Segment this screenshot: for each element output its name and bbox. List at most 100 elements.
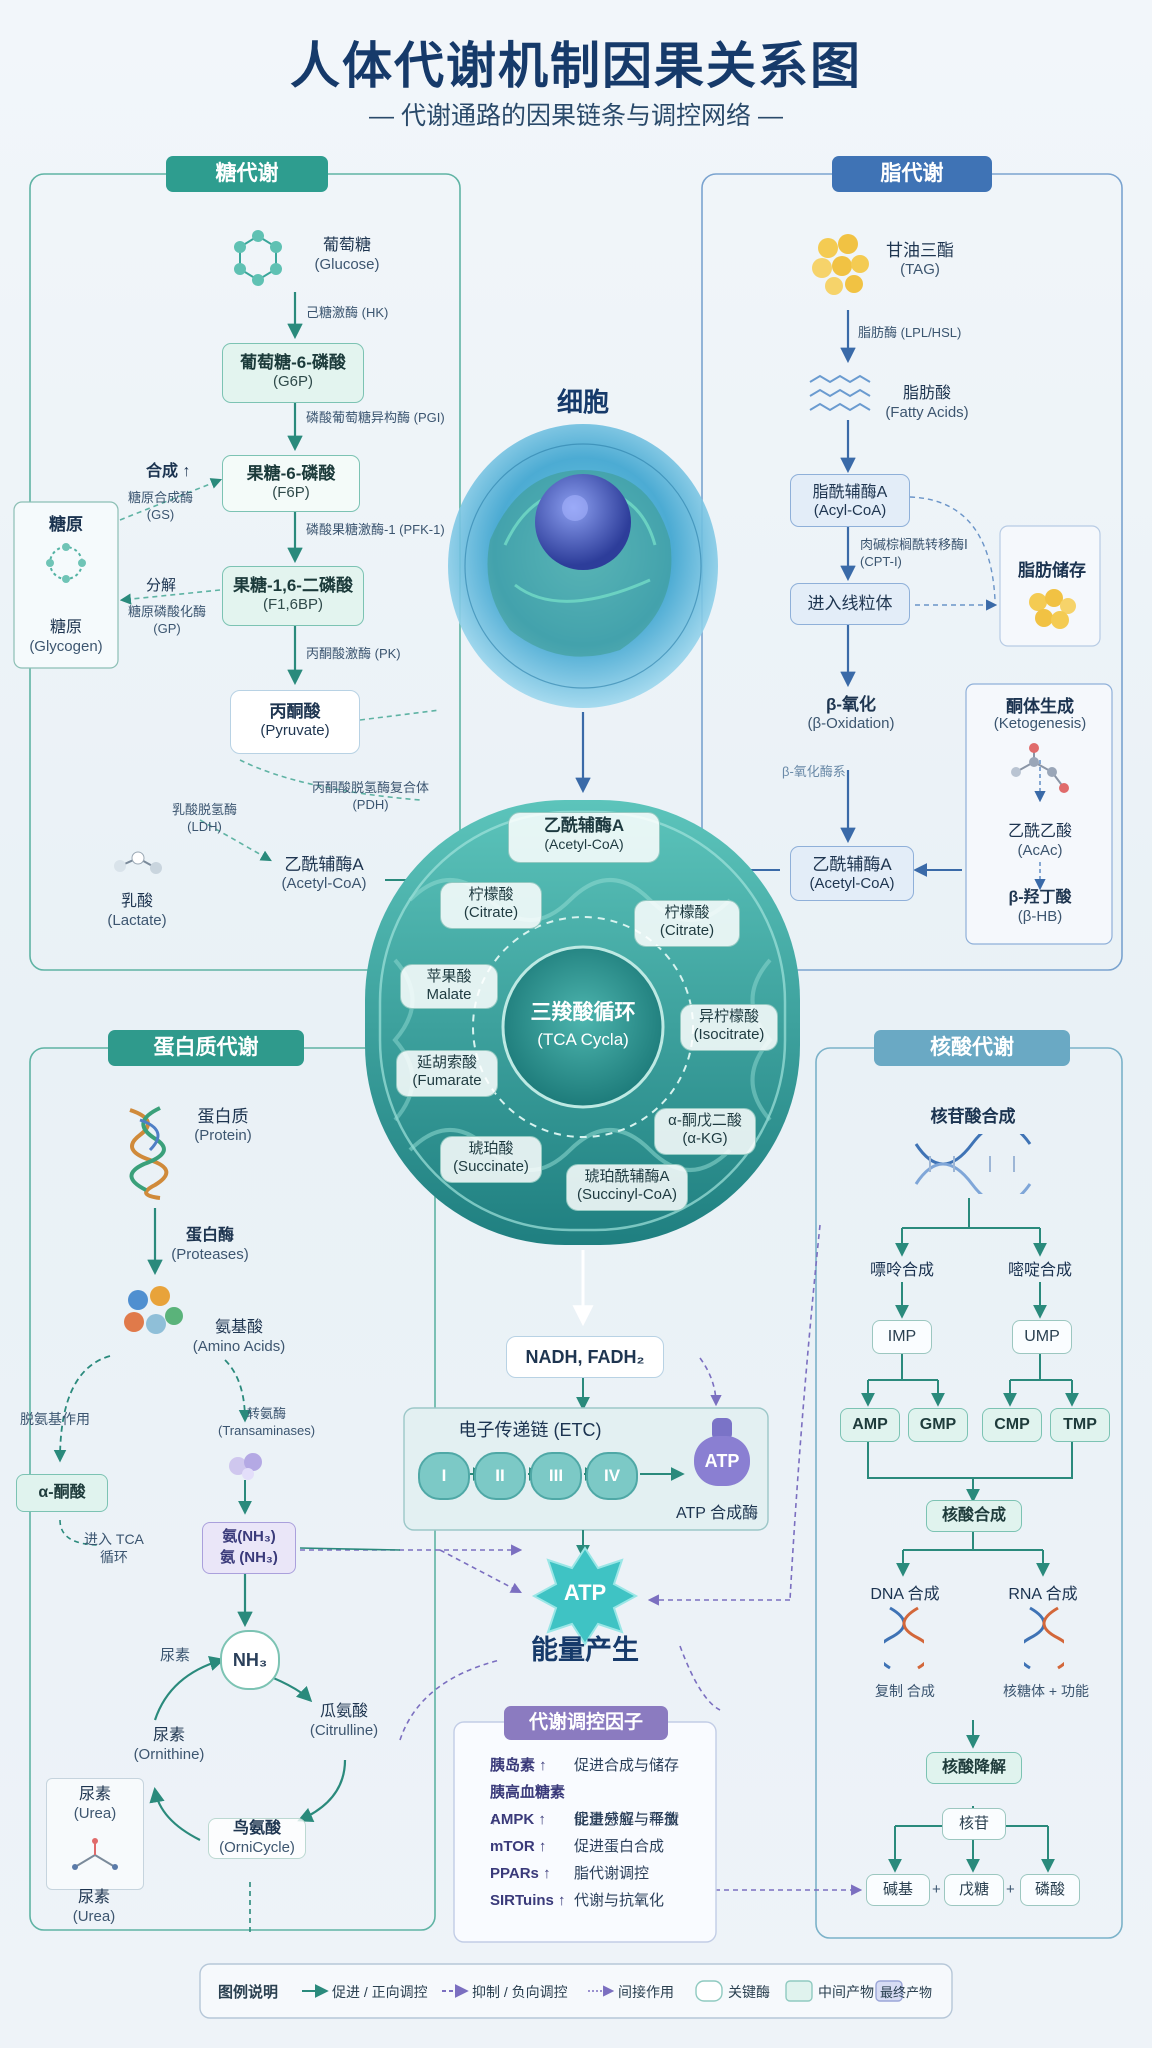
node-ornithine: 鸟氨酸 (OrniCycle)	[208, 1818, 306, 1859]
transaminases-name: 转氨酶	[218, 1406, 315, 1423]
dna-synthesis: DNA 合成	[860, 1580, 950, 1604]
dna-helix-icon	[912, 1134, 1034, 1194]
node-enter-mitochondria: 进入线粒体	[790, 583, 910, 625]
ornithine-left-sub: (Ornithine)	[124, 1746, 214, 1765]
pyrimidine-synthesis: 嘧啶合成	[1000, 1256, 1080, 1280]
tag-name: 甘油三酯	[870, 240, 970, 261]
enzyme-gs: 糖原合成酶 (GS)	[128, 490, 193, 524]
regulation-list: 胰岛素 ↑促进合成与储存 胰高血糖素 ↑促进分解与释放 AMPK ↑能量感应与平…	[490, 1752, 710, 1914]
reg-value: 促进蛋白合成	[574, 1838, 664, 1855]
glucose-sub: (Glucose)	[292, 256, 402, 275]
gp-name: 糖原磷酸化酶	[128, 604, 206, 621]
bhb-sub: (β-HB)	[980, 908, 1100, 927]
tca-acetyl-coa: 乙酰辅酶A (Acetyl-CoA)	[508, 812, 660, 863]
fumarate-sub: (Fumarate	[397, 1072, 497, 1090]
tca-center-sub: (TCA Cycla)	[503, 1030, 663, 1050]
regulation-row: SIRTuins ↑代谢与抗氧化	[490, 1887, 710, 1914]
node-glucose: 葡萄糖 (Glucose)	[292, 236, 402, 275]
tca-akg: α-酮戊二酸 (α-KG)	[654, 1108, 756, 1155]
pyruvate-sub: (Pyruvate)	[231, 722, 359, 739]
akg-name: α-酮戊二酸	[655, 1112, 755, 1130]
legend-enzyme: 关键酶	[728, 1982, 770, 2002]
enzyme-hk: 己糖激酶 (HK)	[306, 305, 388, 322]
glycogen-icon	[38, 538, 94, 588]
aa-name: 氨基酸	[184, 1318, 294, 1338]
glycogen-title: 糖原	[20, 510, 112, 535]
g6p-name: 葡萄糖-6-磷酸	[223, 348, 363, 373]
amino-acids-icon	[120, 1282, 186, 1342]
into-tca-2: 循环	[84, 1548, 144, 1566]
enzyme-pdh: 丙酮酸脱氢酶复合体 (PDH)	[312, 780, 429, 814]
tca-acetyl-sub: (Acetyl-CoA)	[509, 836, 659, 853]
complex-i: I	[418, 1452, 470, 1500]
enzyme-lpl: 脂肪酶 (LPL/HSL)	[858, 325, 961, 342]
urea-top-sub: (Urea)	[47, 1805, 143, 1824]
akg-sub: (α-KG)	[655, 1130, 755, 1148]
enzyme-cpt: 肉碱棕榈酰转移酶Ⅰ (CPT-I)	[860, 537, 968, 571]
node-lactate: 乳酸 (Lactate)	[92, 892, 182, 931]
urea-cycle-left-label: 尿素	[160, 1646, 190, 1666]
bhb-name: β-羟丁酸	[980, 888, 1100, 908]
glycogen-sub: (Glycogen)	[18, 638, 114, 657]
protein-sub: (Protein)	[178, 1127, 268, 1146]
aa-sub: (Amino Acids)	[184, 1338, 294, 1357]
node-acetyl-coa-right: 乙酰辅酶A (Acetyl-CoA)	[790, 846, 914, 901]
tca-fumarate: 延胡索酸 (Fumarate	[396, 1050, 498, 1097]
tag-sub: (TAG)	[870, 261, 970, 280]
transaminases-sub: (Transaminases)	[218, 1423, 315, 1440]
enzyme-gp: 糖原磷酸化酶 (GP)	[128, 604, 206, 638]
legend-final: 最终产物	[880, 1982, 932, 2001]
pdh-name: 丙酮酸脱氢酶复合体	[312, 780, 429, 797]
section-header-glucose: 糖代谢	[166, 156, 328, 192]
node-acac: 乙酰乙酸 (AcAc)	[980, 822, 1100, 861]
node-citrulline: 瓜氨酸 (Citrulline)	[296, 1702, 392, 1741]
node-protein: 蛋白质 (Protein)	[178, 1106, 268, 1146]
page-title: 人体代谢机制因果关系图	[0, 26, 1152, 98]
enzyme-ldh: 乳酸脱氢酶 (LDH)	[172, 802, 237, 836]
node-beta-oxidation: β-氧化 (β-Oxidation)	[790, 694, 912, 734]
succinyl-name: 琥珀酰辅酶A	[567, 1168, 687, 1186]
fat-storage-icon	[1024, 584, 1078, 632]
reg-value: 脂代谢调控	[574, 1865, 649, 1882]
regulation-header: 代谢调控因子	[504, 1706, 668, 1740]
f6p-name: 果糖-6-磷酸	[223, 459, 359, 484]
fatty-acid-chains-icon	[806, 370, 876, 420]
ornithine-left-name: 尿素	[124, 1726, 214, 1746]
reg-value: 代谢与抗氧化	[574, 1892, 664, 1909]
beta-sub: (β-Oxidation)	[790, 715, 912, 734]
reg-key: PPARs ↑	[490, 1860, 574, 1887]
fat-storage-title: 脂肪储存	[1010, 556, 1094, 581]
proteases-sub: (Proteases)	[160, 1246, 260, 1265]
nucleotide-synthesis-title: 核苷酸合成	[900, 1102, 1046, 1127]
node-alpha-keto-acid: α-酮酸	[16, 1474, 108, 1512]
ketone-sub: (Ketogenesis)	[970, 714, 1110, 734]
plus-sign-2: +	[1006, 1880, 1015, 1900]
tca-acetyl-name: 乙酰辅酶A	[509, 816, 659, 836]
node-amino-acids: 氨基酸 (Amino Acids)	[184, 1318, 294, 1357]
node-cmp: CMP	[982, 1408, 1042, 1442]
urea-structure-box: 尿素 (Urea)	[46, 1778, 144, 1890]
acac-name: 乙酰乙酸	[980, 822, 1100, 842]
node-pyruvate: 丙酮酸 (Pyruvate)	[230, 690, 360, 754]
node-tag: 甘油三酯 (TAG)	[870, 240, 970, 280]
node-g6p: 葡萄糖-6-磷酸 (G6P)	[222, 343, 364, 403]
glucose-name: 葡萄糖	[292, 236, 402, 256]
citrate-left-name: 柠檬酸	[441, 886, 541, 904]
enzyme-transaminases: 转氨酶 (Transaminases)	[218, 1406, 315, 1440]
legend-indirect: 间接作用	[618, 1982, 674, 2002]
node-acetyl-coa-left: 乙酰辅酶A (Acetyl-CoA)	[264, 854, 384, 894]
node-nucleoside: 核苷	[942, 1808, 1006, 1840]
tca-succinate: 琥珀酸 (Succinate)	[440, 1136, 542, 1183]
nh3-line-1: 氨(NH₃)	[203, 1525, 295, 1546]
succinyl-sub: (Succinyl-CoA)	[567, 1186, 687, 1204]
regulation-row: 胰岛素 ↑促进合成与储存	[490, 1752, 710, 1779]
reg-value: 促进合成与储存	[574, 1757, 679, 1774]
rna-synthesis: RNA 合成	[998, 1580, 1088, 1604]
regulation-row: PPARs ↑脂代谢调控	[490, 1860, 710, 1887]
citrulline-sub: (Citrulline)	[296, 1722, 392, 1741]
isocitrate-name: 异柠檬酸	[681, 1008, 777, 1026]
gs-sub: (GS)	[128, 507, 193, 524]
section-header-protein: 蛋白质代谢	[108, 1030, 304, 1066]
purine-synthesis: 嘌呤合成	[862, 1256, 942, 1280]
plus-sign-1: +	[932, 1880, 941, 1900]
